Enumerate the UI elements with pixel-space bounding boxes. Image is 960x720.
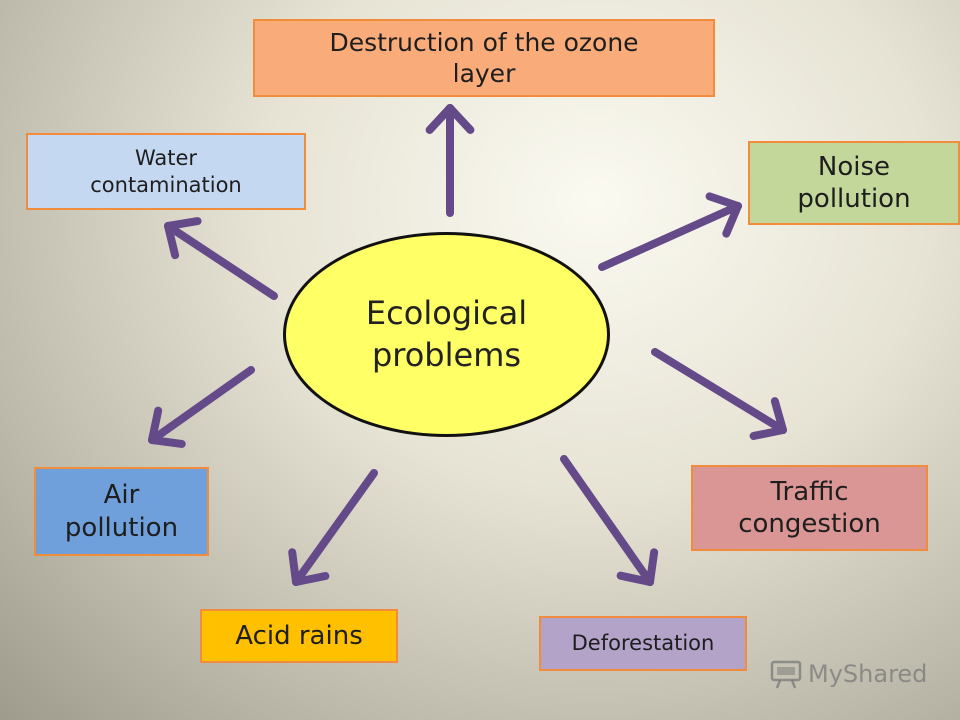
node-traffic-line2: congestion (738, 509, 881, 539)
watermark: MyShared (770, 654, 927, 694)
node-air-line1: Air (103, 480, 140, 510)
node-water-line2: contamination (90, 172, 242, 197)
node-acid-label: Acid rains (235, 620, 363, 651)
arrow-to-traffic (651, 348, 787, 440)
node-ozone-line1: Destruction of the ozone (329, 27, 639, 57)
myshared-logo-icon (770, 660, 802, 689)
node-water-line1: Water (134, 146, 198, 171)
node-ozone-line2: layer (452, 59, 516, 88)
node-deforestation-label: Deforestation (571, 631, 715, 656)
arrow-to-ozone (425, 104, 475, 217)
center-line2: problems (371, 335, 522, 374)
arrow-to-noise (598, 192, 742, 271)
node-deforestation: Deforestation (539, 616, 747, 671)
node-noise-line2: pollution (797, 184, 911, 214)
arrow-to-defor (560, 455, 659, 586)
node-acid-rains: Acid rains (200, 609, 398, 663)
watermark-text: MyShared (808, 660, 928, 688)
center-line1: Ecological (365, 293, 528, 332)
node-air-line2: pollution (64, 512, 179, 543)
node-traffic-line1: Traffic (770, 476, 849, 507)
node-noise-line1: Noise (817, 151, 891, 182)
arrow-to-acid (288, 469, 378, 586)
arrow-to-air (148, 366, 255, 448)
arrow-to-water (164, 217, 278, 300)
